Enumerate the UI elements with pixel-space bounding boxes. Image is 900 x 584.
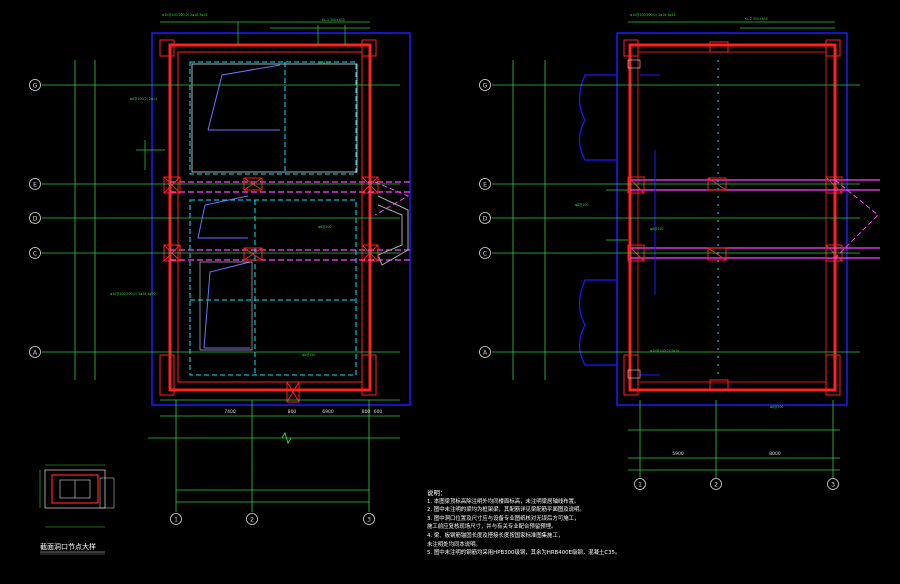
grid-label-right-C: C bbox=[483, 251, 487, 258]
grid-label-left-2: 2 bbox=[250, 517, 254, 524]
dim-left-3: 6900 bbox=[322, 409, 334, 415]
grid-label-right-2: 2 bbox=[714, 482, 718, 489]
opening-detail: 截面洞口节点大样 bbox=[39, 464, 115, 555]
design-notes: 说明： 1. 本图梁顶标高除注明外均同楼面标高，未注明梁居轴线布置。 2. 图中… bbox=[427, 489, 767, 558]
left-plan: φ10@100/200(2) 2φ16 3φ18 KL-1 300×650 φ8… bbox=[29, 13, 411, 525]
note-line: 4. 梁、板钢筋锚固长度及搭接长度按国家标准图集施工， bbox=[427, 532, 564, 539]
grid-label-left-D: D bbox=[33, 216, 38, 223]
dim-left-4: 800 bbox=[362, 409, 371, 415]
svg-text:φ8@150: φ8@150 bbox=[302, 353, 315, 357]
grid-label-left-C: C bbox=[33, 251, 37, 258]
note-line: 未注明处均同本说明。 bbox=[427, 541, 481, 548]
note-line: 5. 图中未注明的钢筋均采用HPB300级钢，其余为HRB400E级钢，混凝土C… bbox=[427, 550, 621, 557]
dim-left-5: 600 bbox=[374, 409, 383, 415]
dim-left-2: 800 bbox=[288, 409, 297, 415]
svg-text:φ8@150: φ8@150 bbox=[650, 227, 663, 231]
dim-right-1: 5900 bbox=[672, 451, 684, 457]
detail-caption: 截面洞口节点大样 bbox=[40, 542, 96, 551]
svg-text:φ8@200: φ8@200 bbox=[770, 405, 783, 409]
grid-label-left-A: A bbox=[33, 350, 38, 357]
dim-right-2: 8000 bbox=[769, 451, 781, 457]
svg-text:KL-2 300×650: KL-2 300×650 bbox=[745, 17, 768, 21]
grid-label-left-G: G bbox=[33, 83, 38, 90]
frame-beam bbox=[168, 43, 372, 392]
outer-wall bbox=[151, 32, 411, 406]
svg-text:φ10@100/200(2) 2φ16 3φ18: φ10@100/200(2) 2φ16 3φ18 bbox=[630, 13, 676, 17]
note-line: 施工前应复核现场尺寸，并与有关专业配合预留预埋。 bbox=[427, 524, 557, 531]
svg-text:φ10@100/200(2) 2φ16 3φ18: φ10@100/200(2) 2φ16 3φ18 bbox=[162, 13, 208, 17]
grid-label-left-1: 1 bbox=[174, 517, 178, 524]
svg-text:φ8@100: φ8@100 bbox=[575, 203, 588, 207]
svg-text:KL-1 300×650: KL-1 300×650 bbox=[322, 18, 345, 22]
grid-label-left-3: 3 bbox=[367, 517, 371, 524]
note-line: 3. 图中洞口位置及尺寸应与设备专业图纸核对无误后方可施工， bbox=[427, 515, 580, 522]
outer-wall-right bbox=[616, 32, 848, 406]
notes-title: 说明： bbox=[427, 489, 447, 497]
right-plan: φ10@100/200(2) 2φ16 3φ18 KL-2 300×650 φ8… bbox=[479, 13, 880, 490]
note-line: 1. 本图梁顶标高除注明外均同楼面标高，未注明梁居轴线布置。 bbox=[427, 498, 580, 505]
note-line: 2. 图中未注明的梁均为框架梁，其配筋详见梁配筋平面图及说明。 bbox=[427, 507, 585, 514]
grid-label-right-1: 1 bbox=[638, 482, 642, 489]
svg-text:φ8@100(2) 2φ14: φ8@100(2) 2φ14 bbox=[130, 97, 157, 101]
dim-left-1: 7400 bbox=[224, 409, 236, 415]
svg-text:φ8@200: φ8@200 bbox=[318, 61, 331, 65]
svg-text:φ10@100/200(2) 3φ16 4φ20: φ10@100/200(2) 3φ16 4φ20 bbox=[110, 292, 156, 296]
grid-label-right-D: D bbox=[483, 216, 488, 223]
grid-label-right-E: E bbox=[483, 182, 487, 189]
grid-label-right-G: G bbox=[483, 83, 488, 90]
grid-label-right-A: A bbox=[483, 350, 488, 357]
svg-text:φ10@100(2) 3φ18: φ10@100(2) 3φ18 bbox=[650, 349, 679, 353]
svg-text:φ8@200: φ8@200 bbox=[318, 225, 331, 229]
grid-label-right-3: 3 bbox=[831, 482, 835, 489]
grid-label-left-E: E bbox=[33, 182, 37, 189]
